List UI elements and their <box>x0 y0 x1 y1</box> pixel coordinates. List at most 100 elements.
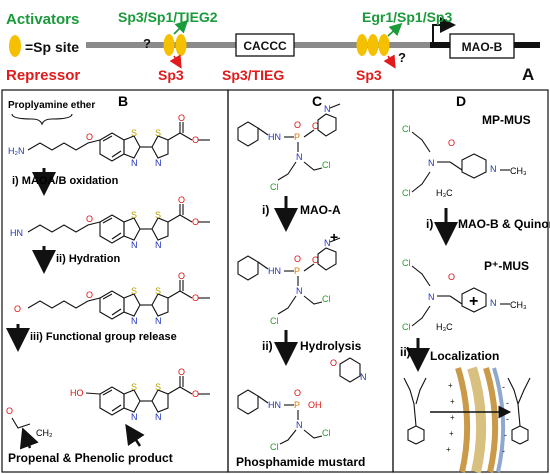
svg-text:N: N <box>360 372 367 382</box>
repressor-sp3-right: Sp3 <box>356 67 382 83</box>
svg-text:N: N <box>324 238 331 248</box>
svg-text:O: O <box>294 254 301 264</box>
svg-text:P: P <box>294 132 300 142</box>
activator-arrow-2 <box>387 22 403 37</box>
svg-text:S: S <box>155 128 161 138</box>
svg-text:Cl: Cl <box>270 316 279 326</box>
d-step1: i) <box>426 217 433 231</box>
svg-text:O: O <box>448 272 455 282</box>
svg-text:Cl: Cl <box>402 188 411 198</box>
svg-text:O: O <box>178 113 185 123</box>
mao-b-label: MAO-B <box>462 40 503 54</box>
step2-label: ii) Hydration <box>56 253 120 265</box>
svg-text:N: N <box>155 316 162 326</box>
propylamine-ether-label: Proplyamine ether <box>8 100 95 111</box>
panel-letter-b: B <box>118 93 128 109</box>
panel-letter-c: C <box>312 93 322 109</box>
sp-site-4 <box>367 34 379 56</box>
svg-text:+: + <box>448 381 453 390</box>
svg-text:Cl: Cl <box>270 442 279 452</box>
repressor-label: Repressor <box>6 67 80 84</box>
activator-arrow-1 <box>173 19 189 35</box>
svg-text:O: O <box>178 367 185 377</box>
mao-b-box <box>449 33 515 59</box>
svg-text:O: O <box>192 135 199 145</box>
svg-text:P: P <box>294 400 300 410</box>
panel-letter-a: A <box>522 65 534 84</box>
svg-text:Cl: Cl <box>402 322 411 332</box>
svg-text:O: O <box>294 388 301 398</box>
d-plus-ring: + <box>469 293 478 310</box>
svg-text:S: S <box>131 286 137 296</box>
tss-arrow <box>432 17 456 42</box>
c-step1-label: MAO-A <box>300 203 341 217</box>
ch2-label: CH₂ <box>36 428 53 438</box>
svg-text:S: S <box>155 382 161 392</box>
svg-text:O: O <box>312 121 319 131</box>
c-product-label: Phosphamide mustard <box>236 455 365 469</box>
sp-site-legend: =Sp site <box>25 39 79 55</box>
svg-text:N: N <box>324 104 331 114</box>
membrane: + + + + + - - - - - <box>446 366 509 474</box>
d-small-ring-right <box>511 425 529 445</box>
d-ch3-1: CH₃ <box>510 166 527 176</box>
svg-text:N: N <box>155 240 162 250</box>
sp-site-1 <box>163 34 175 56</box>
svg-text:-: - <box>502 446 505 456</box>
d-step1-label: MAO-B & Quinone <box>458 217 550 231</box>
svg-text:Cl: Cl <box>402 124 411 134</box>
p-mus-label: P⁺-MUS <box>484 259 529 273</box>
brace <box>11 113 73 126</box>
svg-text:Cl: Cl <box>402 258 411 268</box>
svg-text:O: O <box>330 358 337 368</box>
svg-text:-: - <box>504 430 507 440</box>
step1-label: i) MAOA/B oxidation <box>12 175 119 187</box>
svg-text:N: N <box>155 412 162 422</box>
svg-text:S: S <box>131 210 137 220</box>
panel-b-frame <box>1 89 229 473</box>
svg-text:O: O <box>312 255 319 265</box>
svg-text:Cl: Cl <box>322 428 331 438</box>
panel-b: B Proplyamine ether S N S N <box>6 93 211 465</box>
d-ch3-2: CH₃ <box>510 300 527 310</box>
svg-text:Cl: Cl <box>322 160 331 170</box>
svg-text:HN: HN <box>268 266 281 276</box>
svg-text:N: N <box>490 164 497 174</box>
svg-text:-: - <box>502 382 505 392</box>
svg-text:N: N <box>131 158 138 168</box>
panel-d-frame <box>392 89 549 473</box>
svg-text:N: N <box>296 286 303 296</box>
panel-c: C HN P O O N N Cl Cl i) MAO-A HN P O O N… <box>236 93 367 469</box>
c-step1: i) <box>262 203 269 217</box>
svg-text:S: S <box>131 382 137 392</box>
svg-text:N: N <box>155 158 162 168</box>
c-step2: ii) <box>262 339 273 353</box>
svg-text:N: N <box>296 152 303 162</box>
svg-text:O: O <box>448 138 455 148</box>
step3-label: iii) Functional group release <box>30 331 177 343</box>
panel-letter-d: D <box>456 93 466 109</box>
d-h3c-2: H₃C <box>436 322 453 332</box>
svg-text:O: O <box>192 389 199 399</box>
svg-text:O: O <box>294 120 301 130</box>
svg-text:O: O <box>178 271 185 281</box>
svg-text:+: + <box>450 413 455 422</box>
ho-label: HO <box>70 388 84 398</box>
sp-site-legend-icon <box>9 35 21 57</box>
svg-text:+: + <box>450 397 455 406</box>
repressor-sp3-left: Sp3 <box>158 67 184 83</box>
luciferin-core <box>99 122 210 162</box>
svg-text:O: O <box>86 214 93 224</box>
svg-text:S: S <box>131 128 137 138</box>
svg-text:N: N <box>131 316 138 326</box>
svg-text:+: + <box>449 429 454 438</box>
question-1: ? <box>143 36 151 51</box>
svg-text:-: - <box>506 398 509 408</box>
panel-c-frame <box>227 89 394 473</box>
svg-text:N: N <box>131 240 138 250</box>
svg-text:N: N <box>490 298 497 308</box>
svg-text:OH: OH <box>308 400 322 410</box>
d-step2-label: Localization <box>430 349 499 363</box>
